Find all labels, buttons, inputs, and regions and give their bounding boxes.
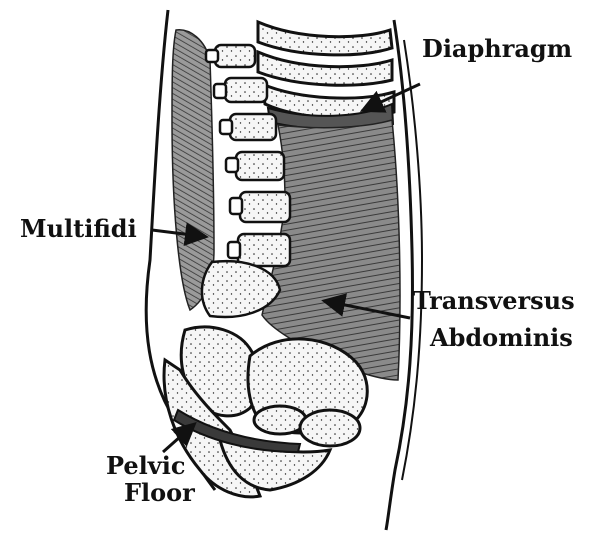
pelvis	[162, 325, 369, 499]
arrow-multifidi	[151, 222, 209, 247]
label-diaphragm: Diaphragm	[422, 34, 572, 63]
label-multifidi: Multifidi	[20, 214, 137, 243]
label-floor: Floor	[124, 478, 195, 507]
pelvic-floor-muscle	[172, 408, 302, 454]
arrow-transversus	[321, 293, 411, 320]
arrow-pelvic-floor	[162, 422, 197, 454]
label-arrows	[151, 82, 421, 454]
label-pelvic: Pelvic	[106, 451, 185, 480]
vertebral-processes	[204, 48, 244, 260]
label-abdominis: Abdominis	[429, 323, 573, 352]
rib-cage	[256, 19, 396, 120]
arrow-diaphragm	[359, 82, 421, 113]
label-transversus: Transversus	[413, 286, 575, 315]
vertebral-column	[200, 43, 292, 319]
